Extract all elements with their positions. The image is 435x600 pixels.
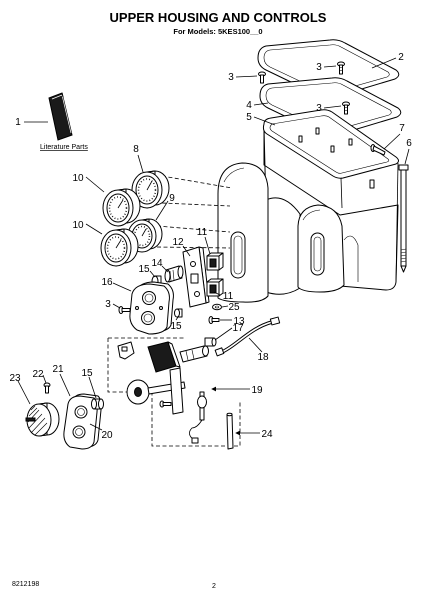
callout-15-b: 15 <box>170 321 182 332</box>
callout-22: 22 <box>32 369 44 380</box>
callout-1: 1 <box>15 117 21 128</box>
assembly-outline <box>107 337 241 447</box>
callout-6: 6 <box>406 138 412 149</box>
part-22-screw <box>43 382 51 394</box>
callout-3-b: 3 <box>316 62 322 73</box>
models-subtitle: For Models: 5KES100__0 <box>173 27 262 36</box>
callout-9: 9 <box>169 193 175 204</box>
callout-13: 13 <box>233 316 245 327</box>
valve-body <box>179 345 209 363</box>
part-11-switch-lower <box>206 278 224 297</box>
part-3-screw <box>258 71 266 84</box>
part-24-probe <box>226 412 234 450</box>
callout-12: 12 <box>172 237 184 248</box>
part-7-screw <box>370 144 386 156</box>
part-18-hose <box>214 316 281 357</box>
page-number: 2 <box>212 583 216 590</box>
part-3-screw <box>118 306 131 314</box>
part-1-literature-booklet <box>48 92 73 141</box>
callout-23: 23 <box>9 373 21 384</box>
gauge-needle <box>115 239 122 249</box>
housing-right-window <box>310 232 325 276</box>
document-number: 8212198 <box>12 581 39 588</box>
housing-left-tower <box>217 162 269 303</box>
part-12-switch-plate <box>182 246 210 308</box>
knob-pointer <box>25 417 36 422</box>
callout-2: 2 <box>398 52 404 63</box>
part-20-opening <box>72 425 86 439</box>
rocker-switch-icon <box>209 284 217 294</box>
callout-3-c: 3 <box>316 103 322 114</box>
literature-parts-label: Literature Parts <box>40 144 88 151</box>
callout-10-upper: 10 <box>72 173 84 184</box>
mounting-bracket <box>117 341 135 360</box>
page-title: UPPER HOUSING AND CONTROLS <box>110 10 327 25</box>
callout-21: 21 <box>52 364 64 375</box>
part-9-gauge <box>127 218 163 253</box>
callout-25: 25 <box>228 302 240 313</box>
gauge-needle <box>117 199 124 209</box>
part-10-gauge-lower <box>100 228 139 267</box>
callout-10-lower: 10 <box>72 220 84 231</box>
gauge-needle <box>141 228 147 237</box>
support-bracket <box>159 367 184 415</box>
pressure-switch <box>147 341 181 373</box>
callout-20: 20 <box>101 430 113 441</box>
part-23-knob <box>25 402 60 437</box>
callout-3-d: 3 <box>105 299 111 310</box>
callout-19: 19 <box>251 385 263 396</box>
part-25-washer <box>212 303 222 311</box>
part-17-fitting <box>204 337 217 347</box>
leader-lines <box>17 57 410 436</box>
gauge-needle <box>146 180 153 191</box>
part-5-housing <box>217 109 399 303</box>
part-8-gauge <box>131 170 170 209</box>
part-19-sensor <box>189 391 207 444</box>
part-13-screw <box>208 316 220 324</box>
callout-16: 16 <box>101 277 113 288</box>
callout-17: 17 <box>232 323 244 334</box>
part-3-screw <box>342 101 350 115</box>
callout-3-a: 3 <box>228 72 234 83</box>
part-6-bolt <box>398 164 409 273</box>
callout-8: 8 <box>133 144 139 155</box>
callout-5: 5 <box>246 112 252 123</box>
callout-15-c: 15 <box>81 368 93 379</box>
callout-15-a: 15 <box>138 264 150 275</box>
part-3-screw <box>337 61 345 75</box>
part-15-cap <box>174 308 183 318</box>
housing-left-window <box>230 231 246 279</box>
rocker-switch-icon <box>209 258 217 268</box>
callout-18: 18 <box>257 352 269 363</box>
part-16-front-plate <box>129 281 174 335</box>
callout-14: 14 <box>151 258 163 269</box>
part-14-shaft <box>164 265 184 283</box>
callout-24: 24 <box>261 429 273 440</box>
part-11-switch-upper <box>206 252 224 271</box>
callout-4: 4 <box>246 100 252 111</box>
part-15-cap <box>91 398 104 410</box>
callout-7: 7 <box>399 123 405 134</box>
callout-11-upper: 11 <box>197 227 208 238</box>
callout-11-lower: 11 <box>223 291 234 302</box>
assembly-lines <box>156 175 233 249</box>
part-10-gauge-upper <box>102 188 141 227</box>
